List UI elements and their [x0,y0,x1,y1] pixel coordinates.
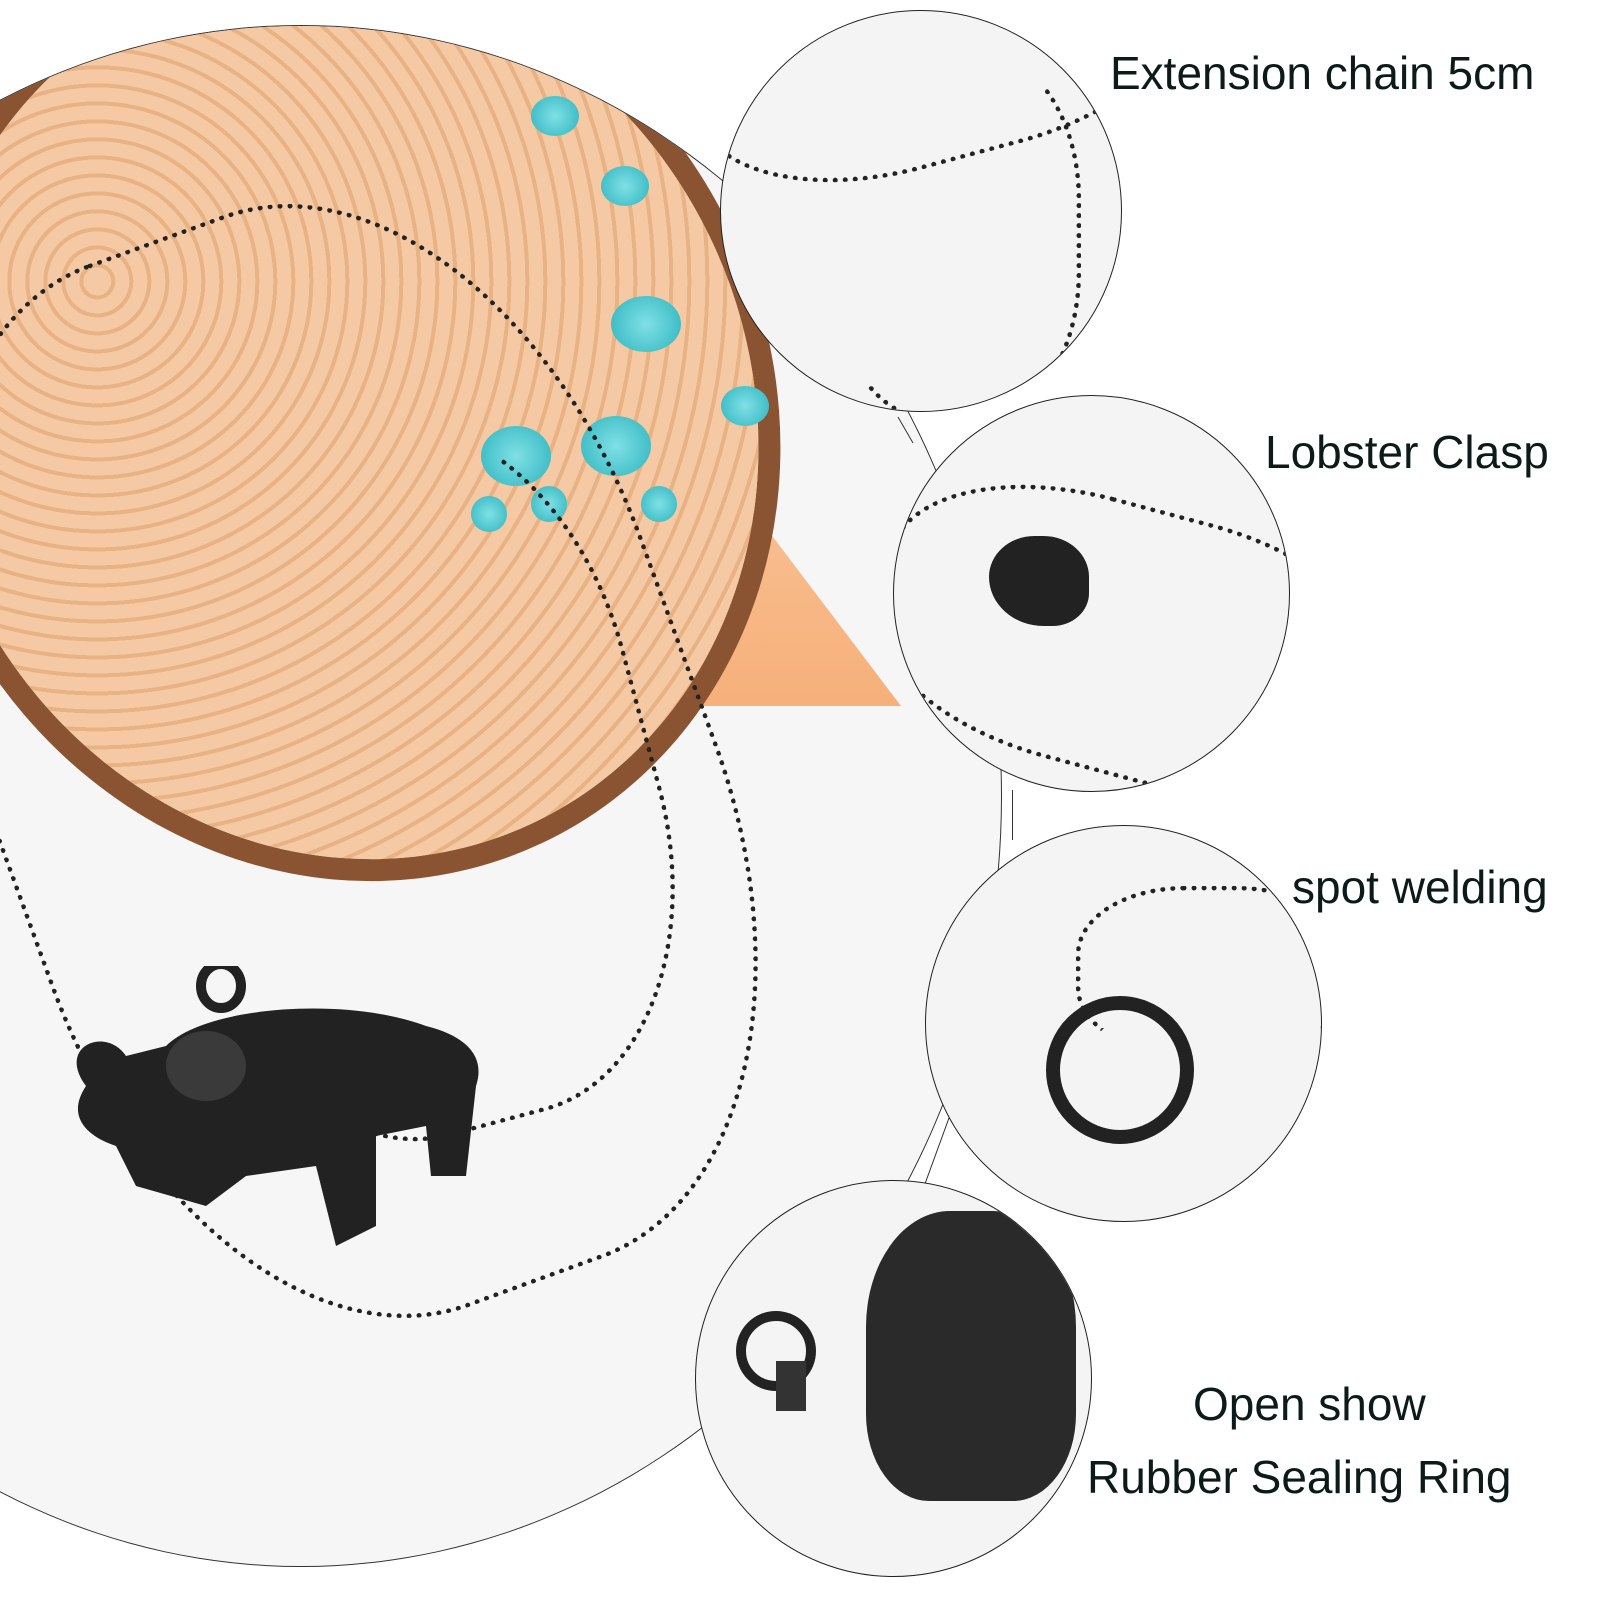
elephant-body-open [866,1211,1076,1501]
label-spot-welding: spot welding [1292,861,1548,913]
chain-detail [831,51,1081,411]
flower [601,166,649,206]
lobster-clasp [989,536,1089,626]
flower [611,296,681,352]
flower [531,96,579,136]
flower [581,416,651,476]
chain-detail [1076,886,1321,1056]
open-show-detail-circle [695,1180,1092,1577]
spot-welding-detail-circle [925,825,1322,1222]
extension-chain-detail-circle [720,10,1122,412]
label-rubber-sealing-ring: Rubber Sealing Ring [1087,1451,1512,1503]
screw-thread [776,1361,806,1411]
flower [641,486,677,522]
label-open-show: Open show [1193,1378,1426,1430]
label-lobster-clasp: Lobster Clasp [1265,426,1549,478]
flower [471,496,507,532]
connector-line [1012,790,1013,840]
flower [531,486,567,522]
elephant-pendant [76,966,479,1246]
flower [721,386,769,426]
flower [481,426,551,486]
lobster-clasp-detail-circle [893,395,1290,792]
dried-flowers [461,96,791,536]
label-extension-chain: Extension chain 5cm [1110,47,1535,99]
